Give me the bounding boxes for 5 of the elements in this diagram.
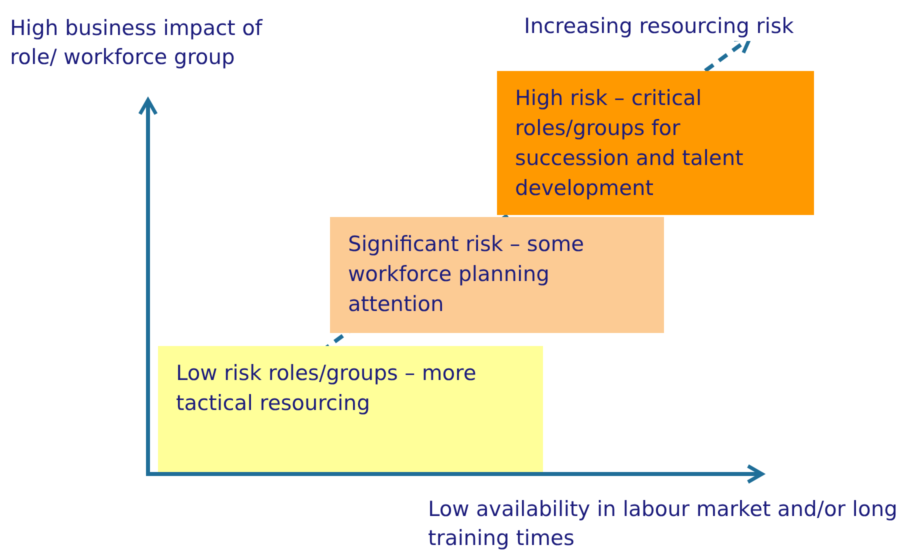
axis-label: High business impact of role/ workforce group bbox=[10, 15, 264, 71]
risk-box: High risk – critical roles/groups for succession and talent development bbox=[497, 71, 814, 215]
axis-label: Low availability in labour market and/or long training times bbox=[428, 496, 898, 552]
risk-box: Low risk roles/groups – more tactical resourcing bbox=[158, 346, 543, 472]
risk-box: Significant risk – some workforce planning attention bbox=[330, 217, 664, 333]
